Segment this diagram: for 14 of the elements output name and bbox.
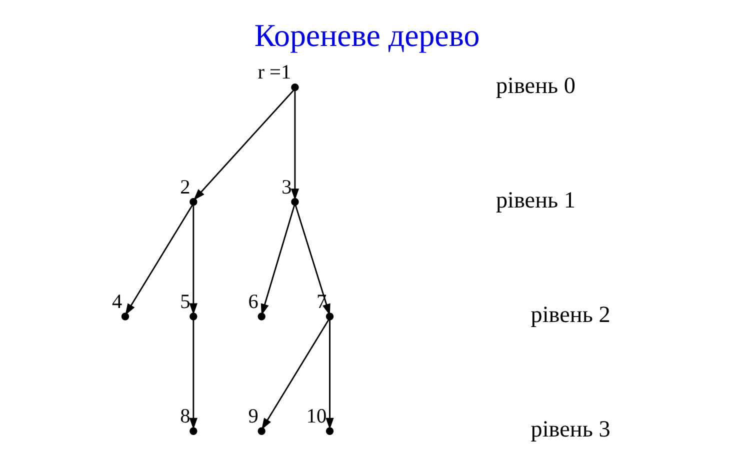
- node-label: 6: [248, 290, 258, 312]
- diagram-title: Кореневе дерево: [254, 18, 480, 53]
- node-label: 3: [281, 176, 292, 198]
- node-label: 8: [180, 404, 190, 427]
- node-label: 9: [248, 404, 258, 427]
- node-label: 10: [306, 404, 326, 427]
- label: рівень 1: [495, 186, 575, 213]
- label: рівень 3: [530, 416, 610, 442]
- node-label: r =1: [257, 61, 291, 84]
- node-label: 5: [180, 290, 190, 312]
- node-label: 4: [111, 290, 122, 312]
- label: рівень 2: [530, 302, 610, 328]
- node-label: 2: [180, 176, 190, 198]
- label: рівень 0: [495, 72, 575, 98]
